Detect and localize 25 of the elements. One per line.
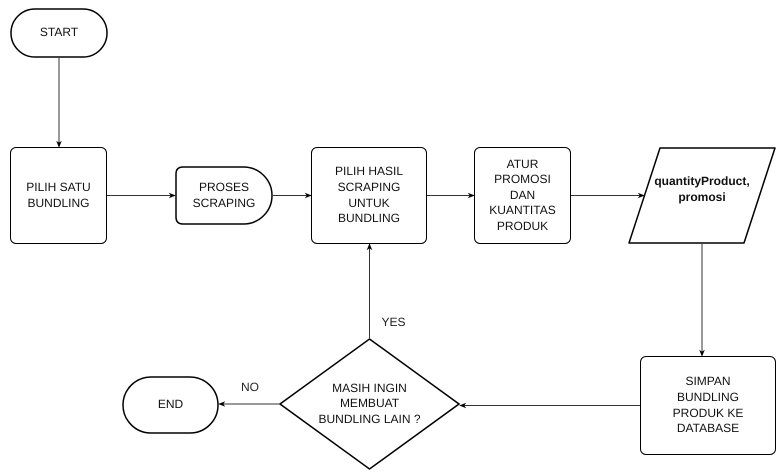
node-label: START <box>38 25 80 41</box>
arrow <box>459 402 640 408</box>
arrow <box>272 192 312 198</box>
node-label: SIMPAN BUNDLING PRODUK KE DATABASE <box>672 374 744 437</box>
process-box <box>640 356 776 455</box>
arrow <box>366 243 372 338</box>
process-box <box>474 147 571 244</box>
data-parallelogram <box>628 147 776 244</box>
node-label: PROSES SCRAPING <box>192 180 256 212</box>
arrow <box>106 192 176 198</box>
arrow <box>426 192 475 198</box>
node-label: END <box>156 397 184 413</box>
arrow <box>699 244 705 357</box>
node-label: quantityProduct, promosi <box>653 174 751 206</box>
delay-shape <box>175 166 273 225</box>
arrow <box>570 192 645 198</box>
arrow <box>218 401 280 407</box>
node-label: MASIH INGIN MEMBUAT BUNDLING LAIN ? <box>317 380 422 428</box>
process-box <box>10 147 107 244</box>
node-label: ATUR PROMOSI DAN KUANTITAS PRODUK <box>488 156 557 234</box>
decision-diamond <box>279 338 460 470</box>
arrow <box>56 58 62 148</box>
node-label: PILIH HASIL SCRAPING UNTUK BUNDLING <box>334 164 404 227</box>
process-box <box>311 147 427 244</box>
node-label: PILIH SATU BUNDLING <box>25 180 92 212</box>
